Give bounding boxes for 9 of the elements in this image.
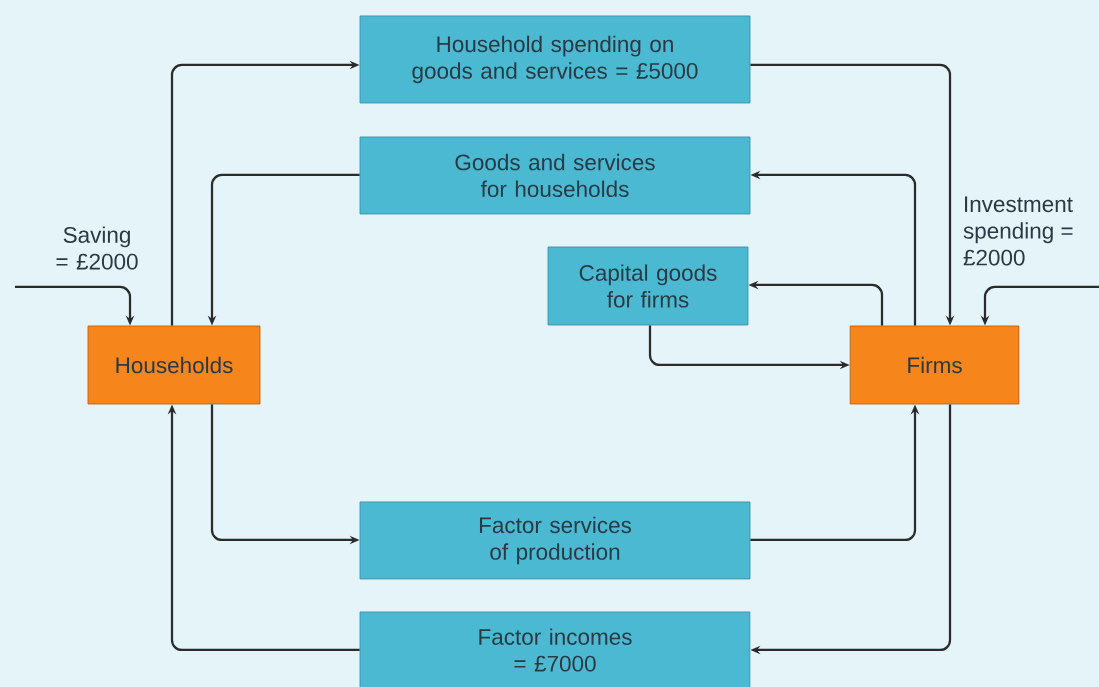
edge-label: Saving = £2000 [56, 226, 138, 270]
flow-box: Factor incomes = £7000 [359, 611, 751, 687]
flow-box: Goods and services for households [359, 136, 751, 215]
sector-box: Firms [849, 325, 1020, 405]
flow-box: Capital goods for firms [547, 246, 749, 326]
flow-box: Household spending on goods and services = £5000 [359, 15, 751, 104]
sector-box: Households [87, 325, 261, 405]
edge-label: Investment spending = £2000 [963, 196, 1073, 266]
flow-box: Factor services of production [359, 501, 751, 580]
